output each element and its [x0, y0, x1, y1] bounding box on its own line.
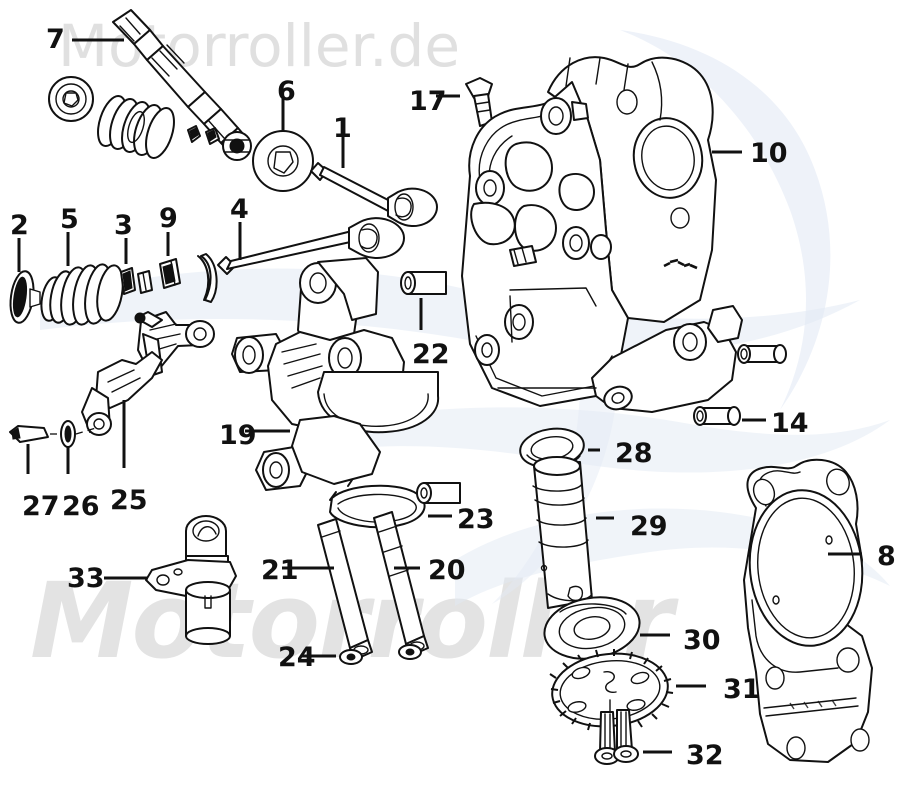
part-sprocket-flange: [543, 596, 641, 660]
part-dowel-pin-right-lower: [693, 406, 741, 426]
part-rocker-shaft-right: [373, 511, 429, 657]
callout-number-32[interactable]: 32: [686, 740, 724, 771]
callout-number-33[interactable]: 33: [67, 563, 105, 594]
callout-number-21[interactable]: 21: [261, 555, 299, 586]
callout-number-14[interactable]: 14: [771, 408, 809, 439]
part-intake-valve: [310, 162, 438, 227]
part-exhaust-valve: [217, 217, 405, 275]
part-spring-seat: [120, 267, 153, 295]
part-o-rings: [339, 644, 422, 665]
part-retainer-washer: [252, 130, 314, 192]
callout-number-10[interactable]: 10: [750, 138, 788, 169]
part-rocker-holder: [231, 257, 440, 529]
callout-number-30[interactable]: 30: [683, 625, 721, 656]
callout-number-29[interactable]: 29: [630, 511, 668, 542]
callout-number-8[interactable]: 8: [877, 541, 896, 572]
callout-number-31[interactable]: 31: [723, 674, 761, 705]
callout-number-3[interactable]: 3: [114, 210, 133, 241]
callout-number-19[interactable]: 19: [219, 420, 257, 451]
callout-number-2[interactable]: 2: [10, 210, 29, 241]
part-dowel-pin-right-upper: [737, 344, 787, 364]
callout-number-28[interactable]: 28: [615, 438, 653, 469]
part-camshaft: [532, 456, 593, 609]
callout-number-20[interactable]: 20: [428, 555, 466, 586]
part-rocker-shaft-left: [317, 518, 373, 661]
part-lock-nut: [60, 420, 76, 448]
callout-number-23[interactable]: 23: [457, 504, 495, 535]
part-bolt-17: [465, 77, 493, 127]
part-sprocket-bolts: [594, 709, 639, 765]
callout-number-24[interactable]: 24: [278, 642, 316, 673]
callout-number-17[interactable]: 17: [409, 86, 447, 117]
part-valve-spring: [40, 263, 124, 326]
part-upper-collets: [187, 125, 252, 161]
callout-number-6[interactable]: 6: [277, 76, 296, 107]
part-pulse-generator: [145, 515, 237, 645]
part-valve-collet: [159, 258, 181, 289]
part-rocker-arm-lower: [81, 351, 163, 436]
part-dowel-pin-lower: [416, 482, 461, 504]
callout-number-7[interactable]: 7: [46, 24, 65, 55]
callout-number-1[interactable]: 1: [333, 113, 352, 144]
part-valve-stem-seal: [9, 270, 41, 324]
callout-number-27[interactable]: 27: [22, 491, 60, 522]
part-upper-spring: [97, 94, 175, 160]
part-adjuster-screw: [9, 425, 97, 443]
callout-number-5[interactable]: 5: [60, 204, 79, 235]
part-valve-shim: [197, 253, 218, 303]
part-cam-sprocket: [549, 649, 674, 733]
callout-number-26[interactable]: 26: [62, 491, 100, 522]
part-cylinder-head-gasket: [743, 458, 873, 763]
callout-number-9[interactable]: 9: [159, 203, 178, 234]
callout-number-4[interactable]: 4: [230, 194, 249, 225]
part-top-washer: [48, 76, 94, 122]
part-cylinder-head: [461, 56, 743, 413]
part-small-pin: [134, 311, 163, 328]
callout-number-22[interactable]: 22: [412, 339, 450, 370]
part-dowel-pin-upper: [400, 271, 447, 295]
callout-number-25[interactable]: 25: [110, 485, 148, 516]
